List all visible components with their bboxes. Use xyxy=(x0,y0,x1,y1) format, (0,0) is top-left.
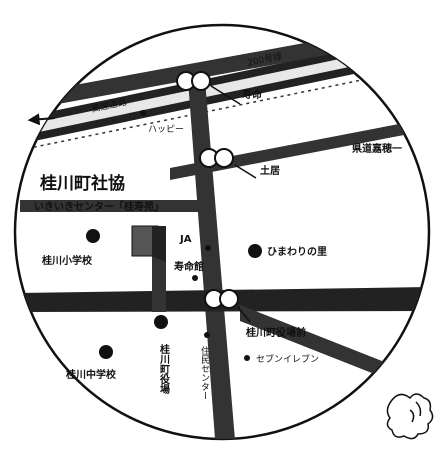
expressway-band xyxy=(20,32,429,144)
intersection-dohinata xyxy=(199,148,234,168)
seven-eleven-marker xyxy=(244,355,250,361)
ja-label: JA xyxy=(179,234,192,245)
jumeikan-marker xyxy=(192,275,198,281)
map-title: 桂川町社協 xyxy=(39,173,125,194)
town-hall-label: 桂川町役場 xyxy=(158,343,171,395)
elementary-label: 桂川小学校 xyxy=(41,254,93,267)
seven-eleven-label: セブンイレブン xyxy=(256,353,319,365)
west-arrow xyxy=(27,113,56,126)
intersection-town-hall xyxy=(204,289,239,309)
main-north-south-road xyxy=(188,80,236,439)
intersection-jumei xyxy=(176,71,211,91)
dohinata-leader xyxy=(234,164,257,179)
himawari-marker xyxy=(248,244,262,258)
town-hall-front-label: 桂川町役場前 xyxy=(245,326,306,339)
elementary-marker xyxy=(86,229,100,243)
dohinata-label: 土居 xyxy=(260,164,280,177)
happy-marker xyxy=(140,110,146,116)
town-hall-marker xyxy=(154,315,168,329)
jumeikan-label: 寿命館 xyxy=(174,260,204,273)
junior-high-marker xyxy=(99,345,113,359)
happy-label: ハッピー xyxy=(148,124,184,135)
health-center-label: 住民センター xyxy=(199,345,210,400)
jumei-label: 寿命 xyxy=(242,88,263,101)
ja-marker xyxy=(205,245,211,251)
health-center-marker xyxy=(204,332,210,338)
pref-road-label: 県道嘉穂一 xyxy=(352,142,402,155)
town-hall-front-leader xyxy=(237,306,251,323)
junior-high-label: 桂川中学校 xyxy=(65,368,117,381)
doodle-cloud-drawing xyxy=(386,393,434,440)
map-subtitle: いきいきセンター「桂寿苑」 xyxy=(34,200,164,213)
himawari-label: ひまわりの里 xyxy=(267,246,327,258)
west-street xyxy=(20,200,210,212)
dohinata-road xyxy=(170,118,429,180)
jumei-leader xyxy=(210,85,241,105)
building-shadow xyxy=(152,226,166,262)
